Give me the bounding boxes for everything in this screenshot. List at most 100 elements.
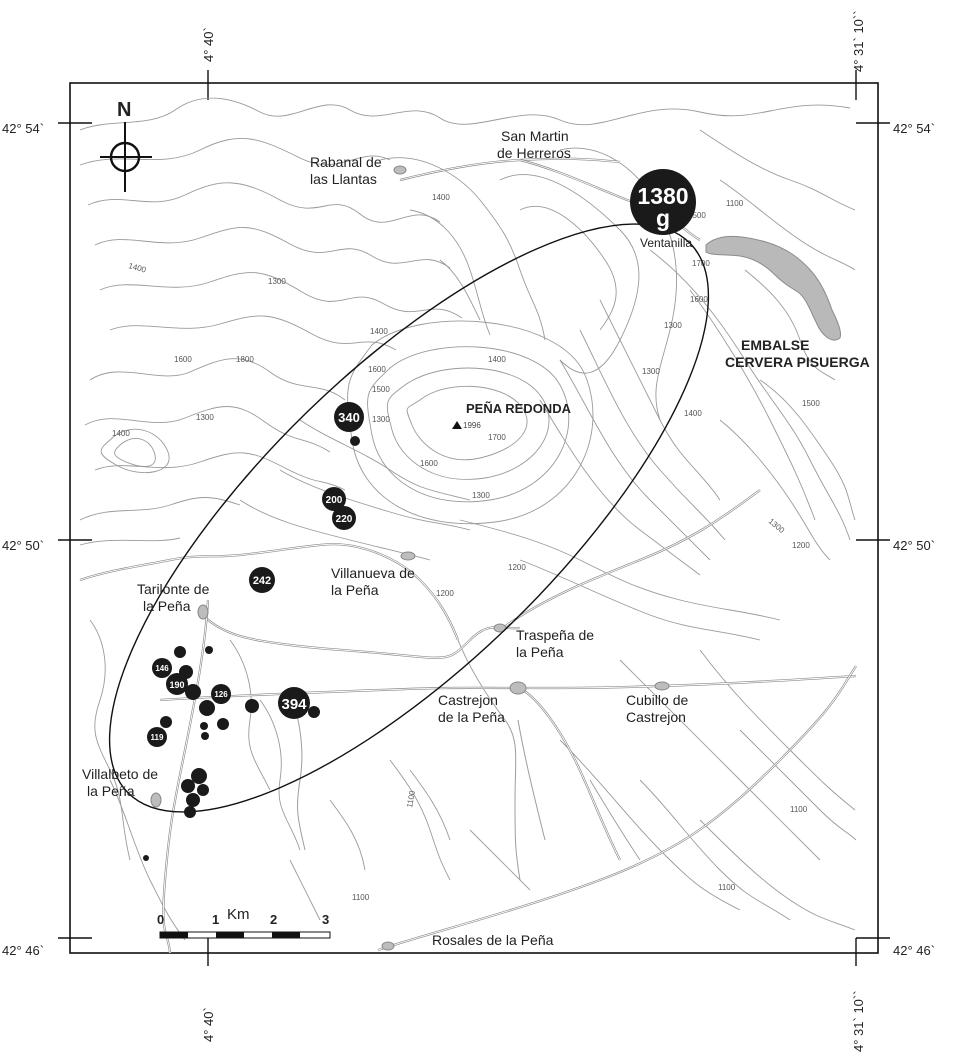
meteorite-220-label: 220 xyxy=(336,514,353,525)
coord-left-top-lat: 42° 54` xyxy=(2,121,44,136)
coord-bottom-right-lon: 4° 31` 10`` xyxy=(851,990,866,1052)
contour-label: 1400 xyxy=(684,409,702,418)
graticule-ticks xyxy=(58,70,890,966)
place-label: las Llantas xyxy=(310,171,377,187)
place-label: Rabanal de xyxy=(310,154,382,170)
meteorite-119-label: 119 xyxy=(151,733,164,742)
rivers xyxy=(289,639,546,881)
meteorite-242-label: 242 xyxy=(253,575,271,587)
main-mass-unit: g xyxy=(656,205,670,231)
coord-left-bottom-lat: 42° 46` xyxy=(2,943,44,958)
settlement-cubillo xyxy=(654,681,670,691)
contour-label: 1600 xyxy=(420,459,438,468)
scale-tick-label: 1 xyxy=(212,912,219,927)
meteorite-242 xyxy=(249,567,275,593)
place-label: EMBALSE xyxy=(741,337,809,353)
contour-label: 1100 xyxy=(352,893,370,902)
place-label: PEÑA REDONDA xyxy=(466,401,572,416)
settlement-villalbeto xyxy=(150,792,162,808)
place-label: la Peña xyxy=(331,582,379,598)
scale-tick-label: 2 xyxy=(270,912,277,927)
meteorite-200 xyxy=(322,487,346,511)
place-label: Villanueva de xyxy=(331,565,415,581)
meteorite-fragment xyxy=(350,436,360,446)
contour-label: 1700 xyxy=(692,259,710,268)
contour-label: 1100 xyxy=(718,883,736,892)
coord-left-mid-lat: 42° 50` xyxy=(2,538,44,553)
meteorite-fragment xyxy=(197,784,209,796)
summit-triangle-icon xyxy=(452,421,462,429)
meteorite-fragment xyxy=(143,855,149,861)
meteorite-fragment xyxy=(185,684,201,700)
coord-right-bottom-lat: 42° 46` xyxy=(893,943,935,958)
meteorite-fragment xyxy=(308,706,320,718)
contour-label: 1300 xyxy=(642,367,660,376)
meteorite-146-label: 146 xyxy=(155,664,169,673)
coord-bottom-left-lon: 4° 40` xyxy=(201,1007,216,1042)
contour-label: 1500 xyxy=(372,385,390,394)
contour-elevation-labels: 1400 1400 1300 1400 1600 1800 1500 1600 … xyxy=(112,193,820,902)
settlement-castrejon xyxy=(509,681,527,695)
meteorite-fragment xyxy=(199,700,215,716)
contour-label: 1700 xyxy=(488,433,506,442)
contour-label: 1600 xyxy=(368,365,386,374)
contour-label: 1300 xyxy=(268,277,286,286)
meteorite-340 xyxy=(334,402,364,432)
contour-label: 1100 xyxy=(405,789,417,808)
contour-label: 1200 xyxy=(436,589,454,598)
north-label: N xyxy=(117,99,131,121)
place-label: la Peña xyxy=(516,644,564,660)
contour-label: 1500 xyxy=(688,211,706,220)
meteorite-fragment xyxy=(201,732,209,740)
meteorite-190-label: 190 xyxy=(169,680,184,690)
meteorite-fragment xyxy=(181,779,195,793)
meteorite-190 xyxy=(166,673,188,695)
contour-label: 1200 xyxy=(792,541,810,550)
coord-right-mid-lat: 42° 50` xyxy=(893,538,935,553)
place-label: 1996 xyxy=(463,421,481,430)
meteorite-126 xyxy=(211,684,231,704)
contour-label: 1600 xyxy=(690,295,708,304)
meteorite-200-label: 200 xyxy=(326,495,343,506)
contour-label: 1300 xyxy=(372,415,390,424)
meteorite-220 xyxy=(332,506,356,530)
place-label: San Martin xyxy=(501,128,569,144)
contour-label: 1300 xyxy=(472,491,490,500)
meteorite-126-label: 126 xyxy=(214,690,228,699)
meteorite-119 xyxy=(147,727,167,747)
meteorite-146 xyxy=(152,658,172,678)
place-label: Cubillo de xyxy=(626,692,688,708)
meteorite-fragment xyxy=(205,646,213,654)
place-label: la Peña xyxy=(143,598,191,614)
settlement-rabanal xyxy=(393,165,407,175)
meteorite-fragment xyxy=(179,665,193,679)
contour-label: 1800 xyxy=(236,355,254,364)
map-frame xyxy=(69,82,879,954)
place-label: Traspeña de xyxy=(516,627,594,643)
strewn-field-ellipse xyxy=(108,223,710,813)
reservoir-embalse xyxy=(705,235,841,341)
place-label: Tarilonte de xyxy=(137,581,210,597)
contour-label: 1400 xyxy=(432,193,450,202)
place-label: Castrejon xyxy=(626,709,686,725)
place-labels: San Martin de Herreros Rabanal de las Ll… xyxy=(82,128,870,948)
meteorite-main-mass xyxy=(630,169,696,235)
contour-label: 1400 xyxy=(488,355,506,364)
scale-unit: Km xyxy=(227,906,250,923)
north-arrow xyxy=(100,122,152,192)
contour-label: 1300 xyxy=(767,517,787,536)
contour-label: 1300 xyxy=(664,321,682,330)
place-label: Castrejon xyxy=(438,692,498,708)
contour-label: 1400 xyxy=(127,261,147,274)
meteorite-fragment xyxy=(191,768,207,784)
meteorite-fragment xyxy=(184,806,196,818)
contour-label: 1200 xyxy=(508,563,526,572)
place-label: de la Peña xyxy=(438,709,505,725)
place-label: la Peña xyxy=(87,783,135,799)
meteorite-fragment xyxy=(186,793,200,807)
contour-label: 1100 xyxy=(790,805,808,814)
meteorite-340-label: 340 xyxy=(338,410,360,425)
roads xyxy=(79,157,857,954)
settlements xyxy=(150,165,670,951)
